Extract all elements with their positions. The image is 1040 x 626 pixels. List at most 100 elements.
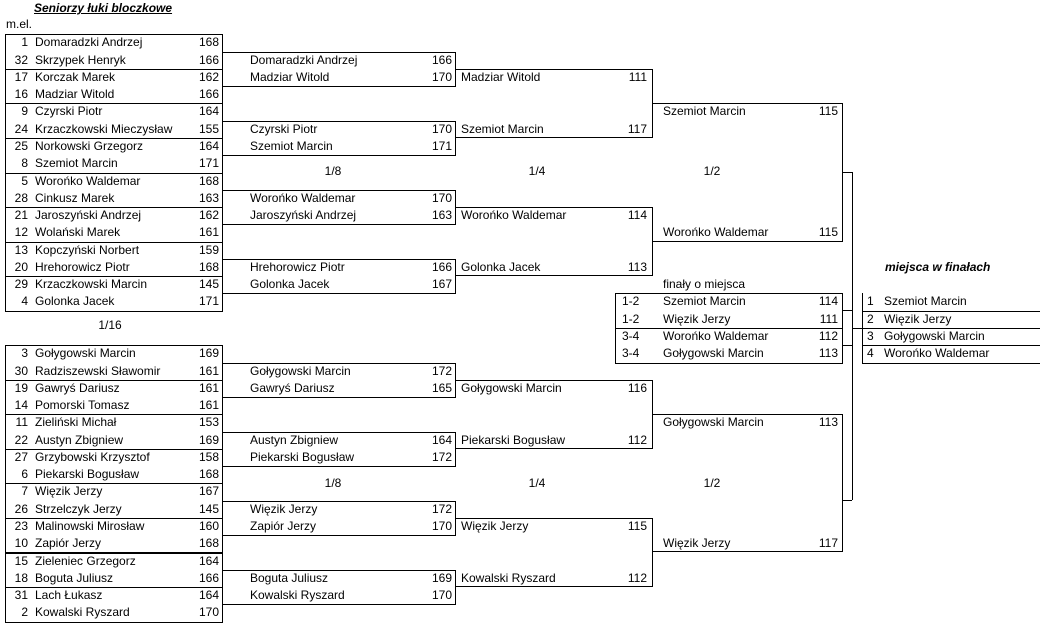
competitor-name: Radziszewski Sławomir	[35, 363, 161, 378]
seed-number: 19	[14, 380, 28, 395]
seed-number: 1	[21, 35, 28, 50]
competitor-name: Gołygowski Marcin	[663, 346, 764, 361]
competitor-name: Szemiot Marcin	[250, 139, 333, 154]
seed-number: 32	[14, 52, 28, 67]
competitor-score: 172	[431, 501, 452, 516]
places-title: miejsca w finałach	[885, 260, 991, 274]
competitor-name: Więzik Jerzy	[250, 501, 318, 516]
seed-number: 26	[14, 501, 28, 516]
competitor-score: 153	[198, 415, 219, 430]
competitor-score: 172	[431, 363, 452, 378]
place-rank: 1	[867, 294, 874, 309]
competitor-score: 161	[198, 380, 219, 395]
round-label-1-2-top: 1/2	[703, 164, 721, 178]
competitor-name: Malinowski Mirosław	[35, 518, 145, 533]
competitor-name: Domaradzki Andrzej	[35, 35, 143, 50]
competitor-name: Wolański Marek	[35, 225, 121, 240]
seed-number: 24	[14, 121, 28, 136]
competitor-name: Madziar Witold	[250, 69, 330, 84]
competitor-name: Kowalski Ryszard	[250, 588, 345, 603]
competitor-name: Golonka Jacek	[461, 259, 541, 274]
competitor-name: Grzybowski Krzysztof	[35, 449, 150, 464]
competitor-score: 164	[198, 139, 219, 154]
seed-column-label: m.el.	[6, 17, 33, 31]
seed-number: 25	[14, 139, 28, 154]
competitor-name: Worońko Waldemar	[35, 173, 141, 188]
competitor-score: 161	[198, 398, 219, 413]
places-border	[862, 293, 863, 363]
competitor-name: Cinkusz Marek	[35, 190, 115, 205]
seed-number: 15	[14, 553, 28, 568]
competitor-name: Krzaczkowski Marcin	[35, 277, 148, 292]
place-rank: 4	[867, 346, 874, 361]
competitor-name: Szemiot Marcin	[461, 121, 544, 136]
competitor-name: Hrehorowicz Piotr	[250, 259, 345, 274]
competitor-score: 162	[198, 208, 219, 223]
competitor-name: Gawryś Dariusz	[35, 380, 120, 395]
competitor-name: Austyn Zbigniew	[35, 432, 124, 447]
competitor-score: 159	[198, 242, 219, 257]
competitor-score: 111	[819, 311, 838, 326]
competitor-score: 169	[198, 432, 219, 447]
competitor-name: Jaroszyński Andrzej	[35, 208, 142, 223]
competitor-name: Lach Łukasz	[35, 588, 103, 603]
competitor-score: 112	[627, 432, 647, 447]
place-rank: 2	[867, 311, 874, 326]
seed-number: 20	[14, 259, 28, 274]
connector-line	[852, 172, 853, 500]
competitor-score: 167	[198, 484, 219, 499]
competitor-score: 112	[818, 328, 838, 343]
seed-number: 2	[21, 605, 28, 620]
competitor-score: 172	[431, 449, 452, 464]
competitor-name: Golonka Jacek	[250, 277, 330, 292]
competitor-name: Zieleniec Grzegorz	[35, 553, 136, 568]
competitor-name: Worońko Waldemar	[663, 328, 769, 343]
competitor-name: Worońko Waldemar	[461, 208, 567, 223]
bracket-1-4	[455, 207, 653, 277]
places-row-divider	[862, 345, 1040, 347]
sheet-title: Seniorzy łuki bloczkowe	[34, 1, 173, 15]
competitor-score: 158	[198, 449, 219, 464]
place-name: Więzik Jerzy	[884, 311, 952, 326]
competitor-score: 164	[198, 553, 219, 568]
place-range: 1-2	[622, 294, 640, 309]
seed-number: 27	[14, 449, 28, 464]
competitor-score: 170	[431, 518, 452, 533]
place-name: Worońko Waldemar	[884, 346, 990, 361]
seed-number: 4	[21, 294, 28, 309]
bracket-1-2	[652, 103, 843, 242]
round-label-1-16: 1/16	[98, 318, 122, 332]
competitor-score: 166	[431, 52, 452, 67]
seed-number: 22	[14, 432, 28, 447]
competitor-score: 166	[198, 52, 219, 67]
competitor-score: 160	[198, 518, 219, 533]
competitor-name: Więzik Jerzy	[663, 536, 731, 551]
competitor-name: Skrzypek Henryk	[35, 52, 126, 67]
competitor-score: 170	[431, 588, 452, 603]
competitor-score: 117	[818, 536, 838, 551]
competitor-score: 114	[627, 208, 647, 223]
competitor-name: Szemiot Marcin	[35, 156, 118, 171]
competitor-name: Boguta Juliusz	[250, 570, 329, 585]
bracket-1-4	[455, 517, 653, 588]
competitor-score: 167	[431, 277, 452, 292]
competitor-name: Gawryś Dariusz	[250, 380, 335, 395]
competitor-name: Szemiot Marcin	[663, 104, 746, 119]
seed-number: 11	[15, 415, 28, 430]
competitor-score: 170	[431, 121, 452, 136]
competitor-name: Madziar Witold	[461, 69, 541, 84]
competitor-name: Więzik Jerzy	[461, 518, 529, 533]
competitor-name: Czyrski Piotr	[35, 104, 103, 119]
finals-label: finały o miejsca	[663, 277, 746, 291]
match-box-1-8	[222, 258, 456, 295]
competitor-score: 115	[627, 518, 647, 533]
competitor-score: 170	[431, 69, 452, 84]
competitor-score: 115	[818, 225, 838, 240]
seed-number: 9	[21, 104, 28, 119]
seed-number: 28	[14, 190, 28, 205]
competitor-score: 164	[431, 432, 452, 447]
competitor-score: 165	[431, 380, 452, 395]
competitor-name: Zapiór Jerzy	[35, 536, 102, 551]
match-box-1-8	[222, 431, 456, 468]
